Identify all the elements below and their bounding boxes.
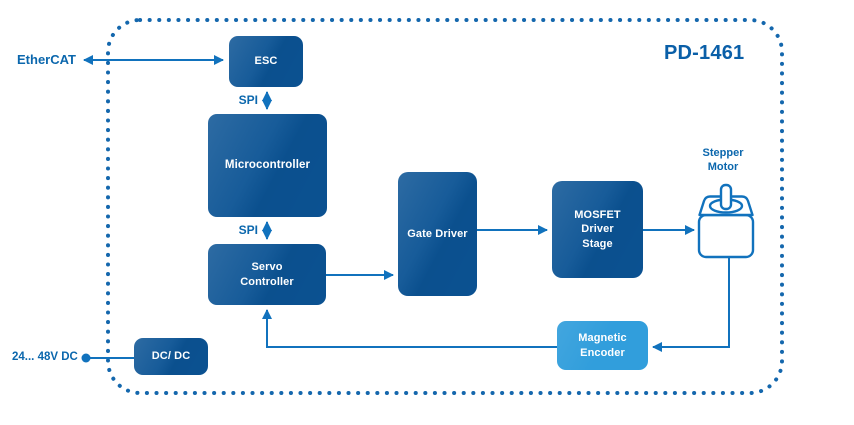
- block-esc: ESC: [229, 36, 303, 87]
- block-gate-driver-label: Gate Driver: [407, 227, 468, 240]
- connector-encoder-servo-feedback: [262, 309, 557, 348]
- block-servo-controller-line1: Servo: [251, 261, 283, 274]
- block-mosfet-line1: MOSFET: [574, 209, 621, 222]
- product-title: PD-1461: [664, 42, 745, 64]
- stepper-motor-icon: [697, 183, 755, 259]
- dotted-enclosure-border: [106, 18, 784, 395]
- spi-label-bottom: SPI: [238, 223, 258, 237]
- block-servo-controller: Servo Controller: [208, 244, 326, 305]
- ethercat-label: EtherCAT: [17, 52, 76, 67]
- block-mosfet-driver-stage: MOSFET Driver Stage: [552, 181, 643, 278]
- block-gate-driver: Gate Driver: [398, 172, 477, 296]
- stepper-motor-label-line1: Stepper: [702, 147, 744, 159]
- block-mosfet-line3: Stage: [582, 237, 613, 250]
- connector-steppermotor-encoder: [652, 257, 730, 352]
- block-esc-label: ESC: [254, 55, 278, 68]
- block-microcontroller-label: Microcontroller: [224, 159, 311, 172]
- block-dc-dc-label: DC/ DC: [151, 350, 191, 363]
- stepper-motor-label: Stepper Motor: [683, 146, 763, 175]
- block-servo-controller-line2: Controller: [240, 275, 294, 288]
- block-dc-dc: DC/ DC: [134, 338, 208, 375]
- spi-label-top: SPI: [238, 93, 258, 107]
- block-magnetic-encoder-line1: Magnetic: [578, 332, 627, 345]
- block-magnetic-encoder: Magnetic Encoder: [557, 321, 648, 370]
- dc-input-label: 24... 48V DC: [12, 351, 78, 363]
- stepper-motor-label-line2: Motor: [707, 161, 739, 174]
- block-mosfet-line2: Driver: [581, 223, 614, 236]
- block-microcontroller: Microcontroller: [208, 114, 327, 217]
- block-magnetic-encoder-line2: Encoder: [580, 346, 625, 359]
